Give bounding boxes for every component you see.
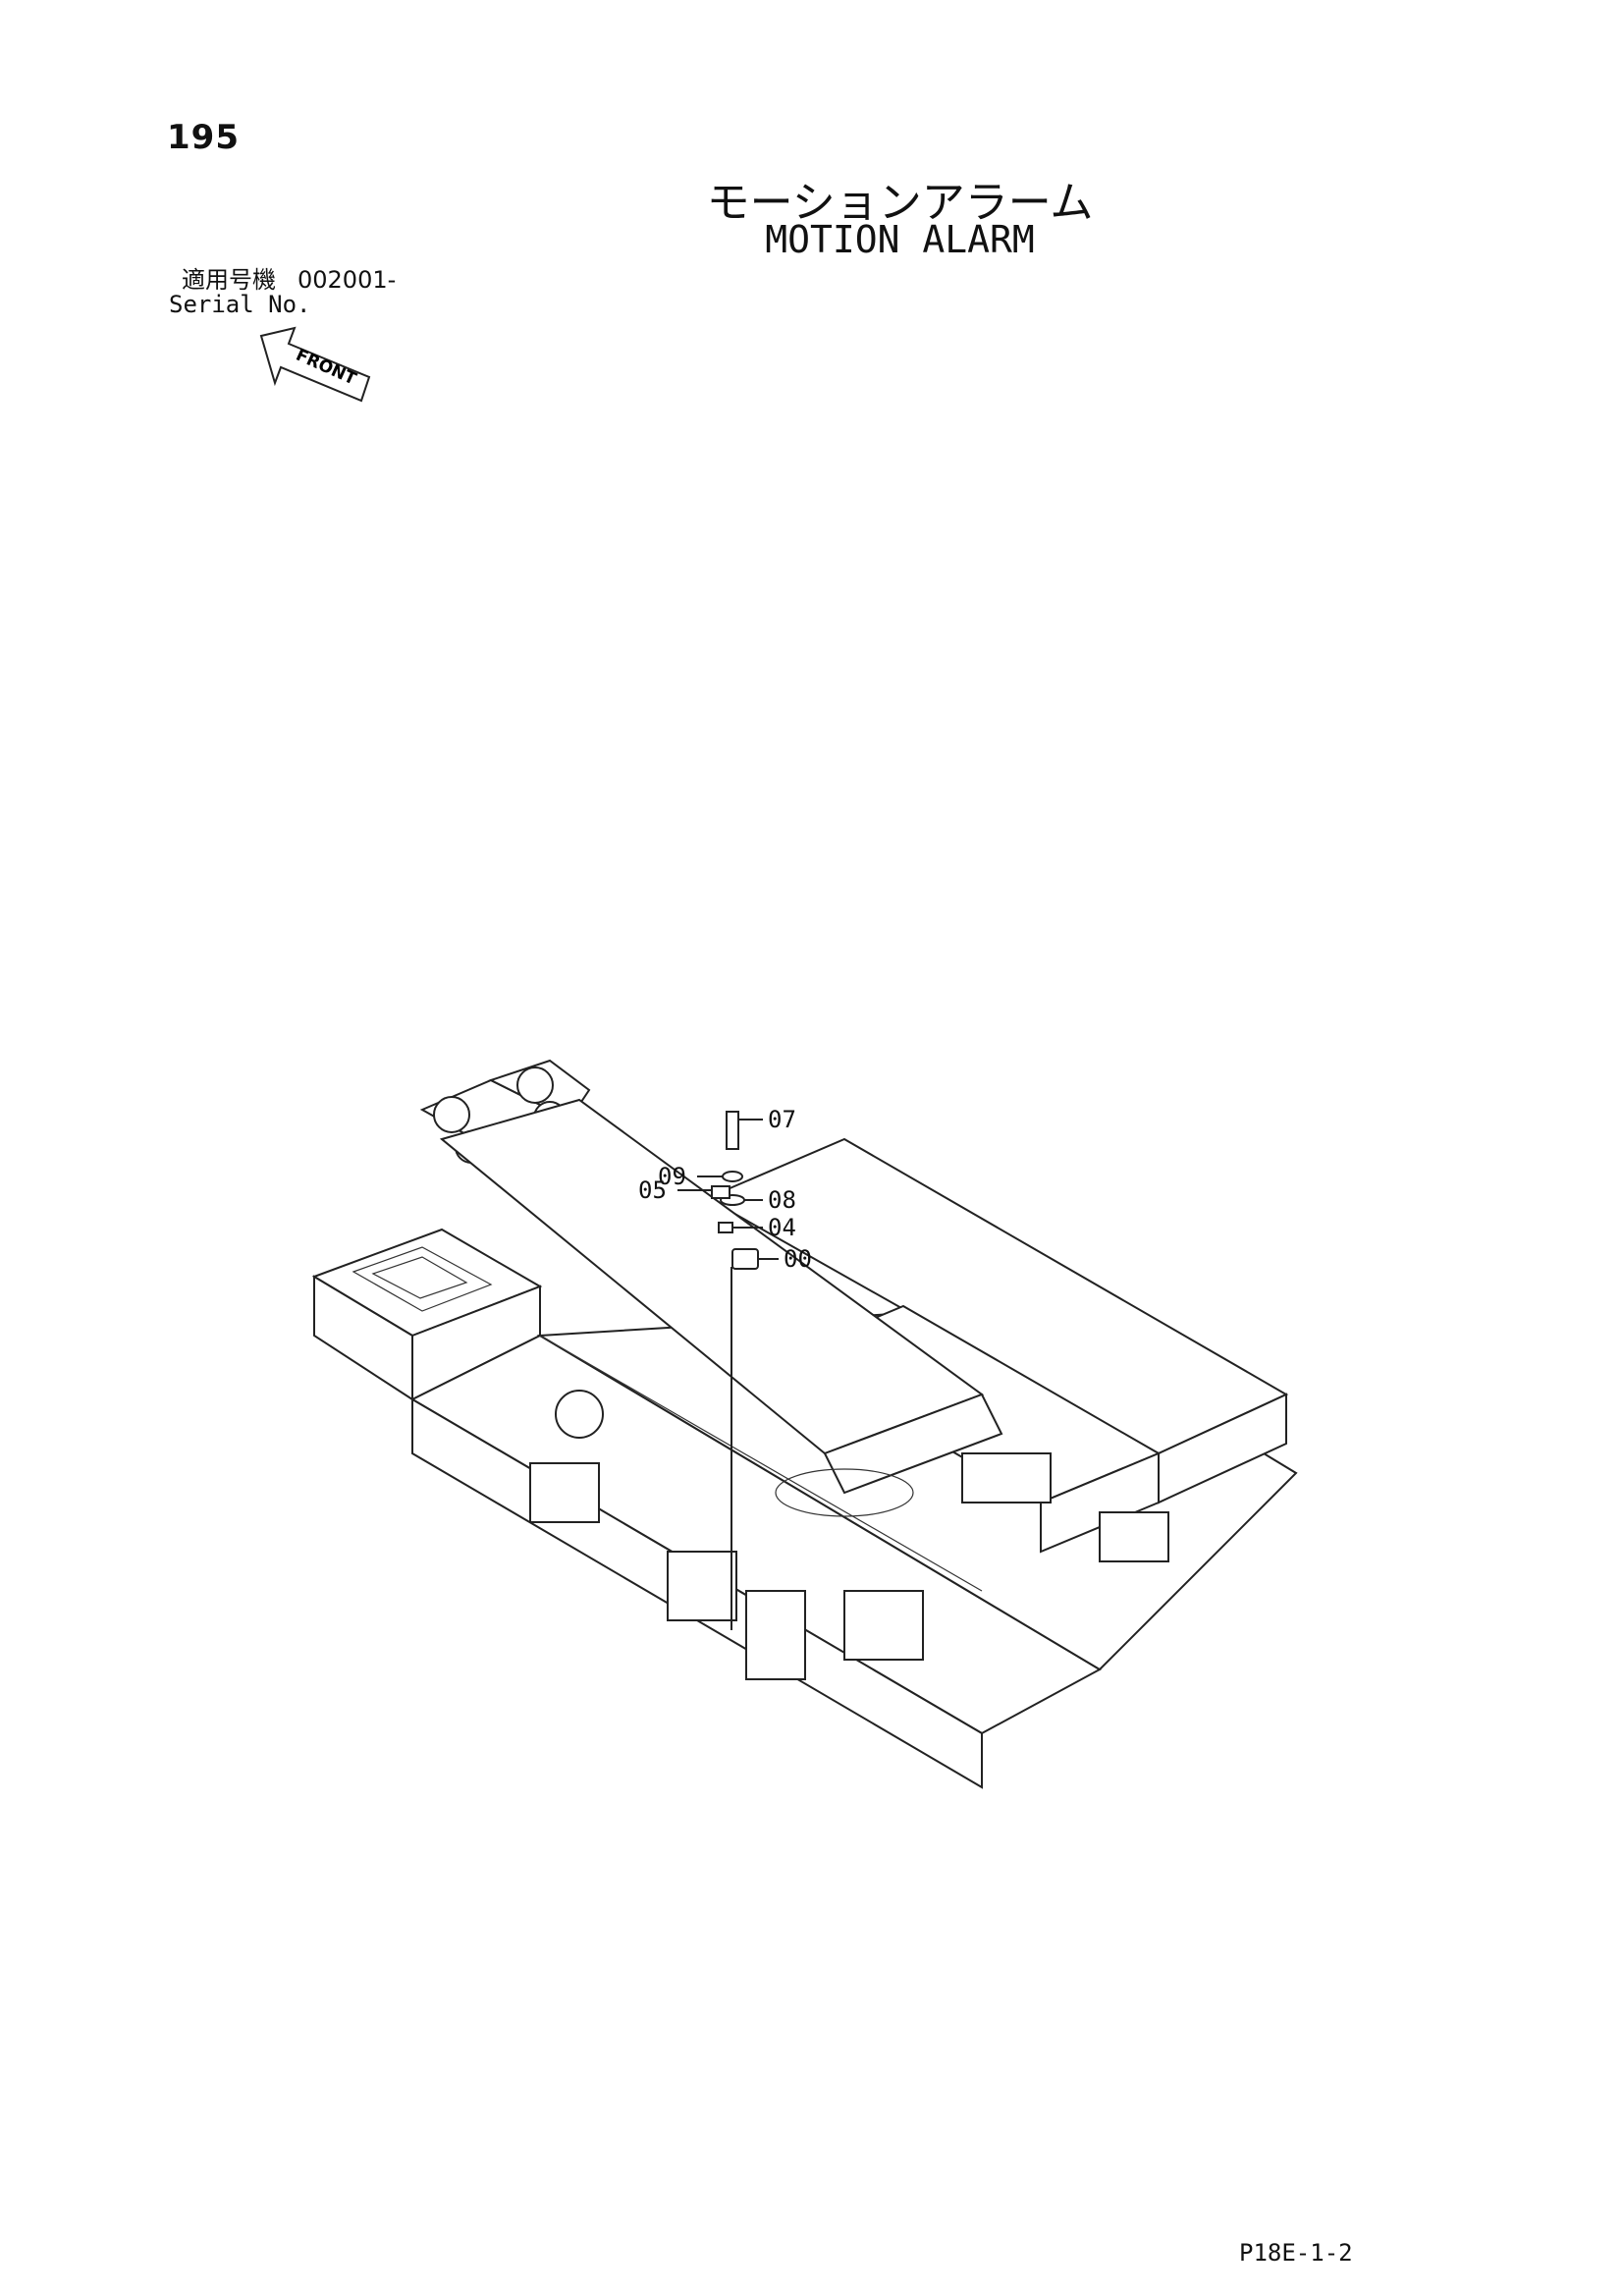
bracket-part bbox=[718, 1222, 733, 1233]
nut-part bbox=[711, 1185, 730, 1199]
bolt-part bbox=[726, 1111, 739, 1150]
callout-00: 00 bbox=[784, 1245, 812, 1273]
callout-leaders bbox=[677, 1119, 779, 1260]
serial-label-english: Serial No. bbox=[169, 291, 311, 318]
motion-alarm-parts bbox=[711, 1111, 759, 1270]
title-english: MOTION ALARM bbox=[765, 218, 1035, 261]
callout-04: 04 bbox=[768, 1214, 796, 1241]
serial-value: 002001- bbox=[298, 266, 397, 294]
callout-09: 09 bbox=[658, 1163, 686, 1190]
front-arrow-icon: FRONT bbox=[259, 326, 371, 403]
serial-row: 適用号機 002001- bbox=[182, 260, 417, 295]
alarm-unit-part bbox=[731, 1248, 759, 1270]
boom-arm bbox=[439, 1098, 1003, 1495]
footer-code: P18E-1-2 bbox=[1239, 2239, 1353, 2267]
serial-label-japanese: 適用号機 bbox=[182, 266, 276, 294]
frame-assembly-diagram: 07 09 08 05 04 00 bbox=[311, 1059, 1298, 1789]
callout-08: 08 bbox=[768, 1186, 796, 1214]
washer-part bbox=[722, 1171, 743, 1182]
page-number: 195 bbox=[167, 118, 240, 157]
callout-07: 07 bbox=[768, 1106, 796, 1133]
callout-05: 05 bbox=[638, 1176, 667, 1204]
cross-members bbox=[529, 1390, 1169, 1680]
title-japanese: モーションアラーム bbox=[706, 178, 1094, 228]
